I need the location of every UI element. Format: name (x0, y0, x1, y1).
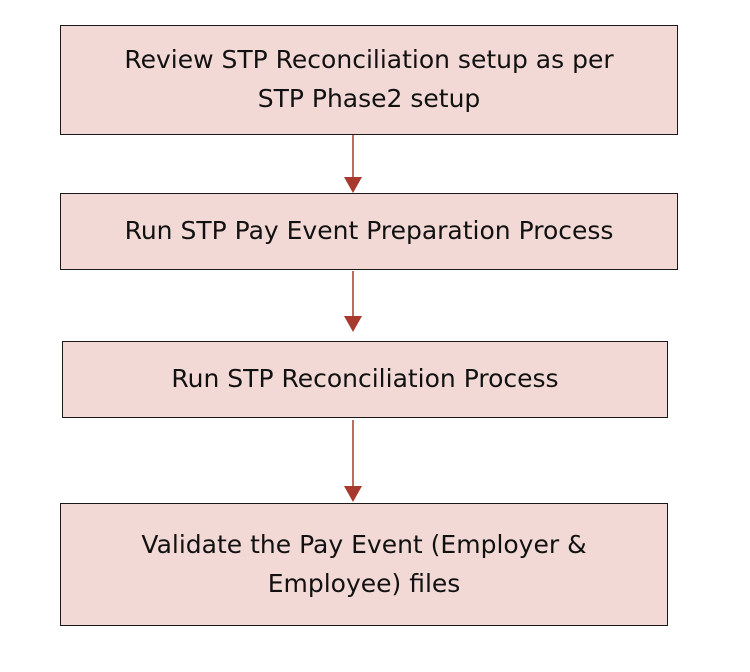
step-pay-event-preparation-text: Run STP Pay Event Preparation Process (124, 216, 614, 246)
step-validate-files-line-1: Validate the Pay Event (Employer & (141, 529, 587, 559)
step-validate-files-box: Validate the Pay Event (Employer & Emplo… (60, 503, 668, 626)
step-validate-files-text: Validate the Pay Event (Employer & Emplo… (141, 526, 586, 604)
step-review-setup-line-1: Review STP Reconciliation setup as per (124, 45, 614, 75)
step-validate-files-line-2: Employee) files (267, 568, 461, 598)
step-pay-event-preparation-box: Run STP Pay Event Preparation Process (60, 193, 678, 270)
step-review-setup-line-2: STP Phase2 setup (257, 84, 481, 113)
arrow-1-to-2 (344, 135, 362, 193)
step-reconciliation-process-box: Run STP Reconciliation Process (62, 341, 668, 418)
step-review-setup-text: Review STP Reconciliation setup as per S… (124, 41, 613, 119)
arrow-3-to-4 (344, 420, 362, 502)
step-reconciliation-process-text: Run STP Reconciliation Process (171, 364, 559, 394)
step-review-setup-box: Review STP Reconciliation setup as per S… (60, 25, 678, 135)
arrow-2-to-3 (344, 271, 362, 332)
